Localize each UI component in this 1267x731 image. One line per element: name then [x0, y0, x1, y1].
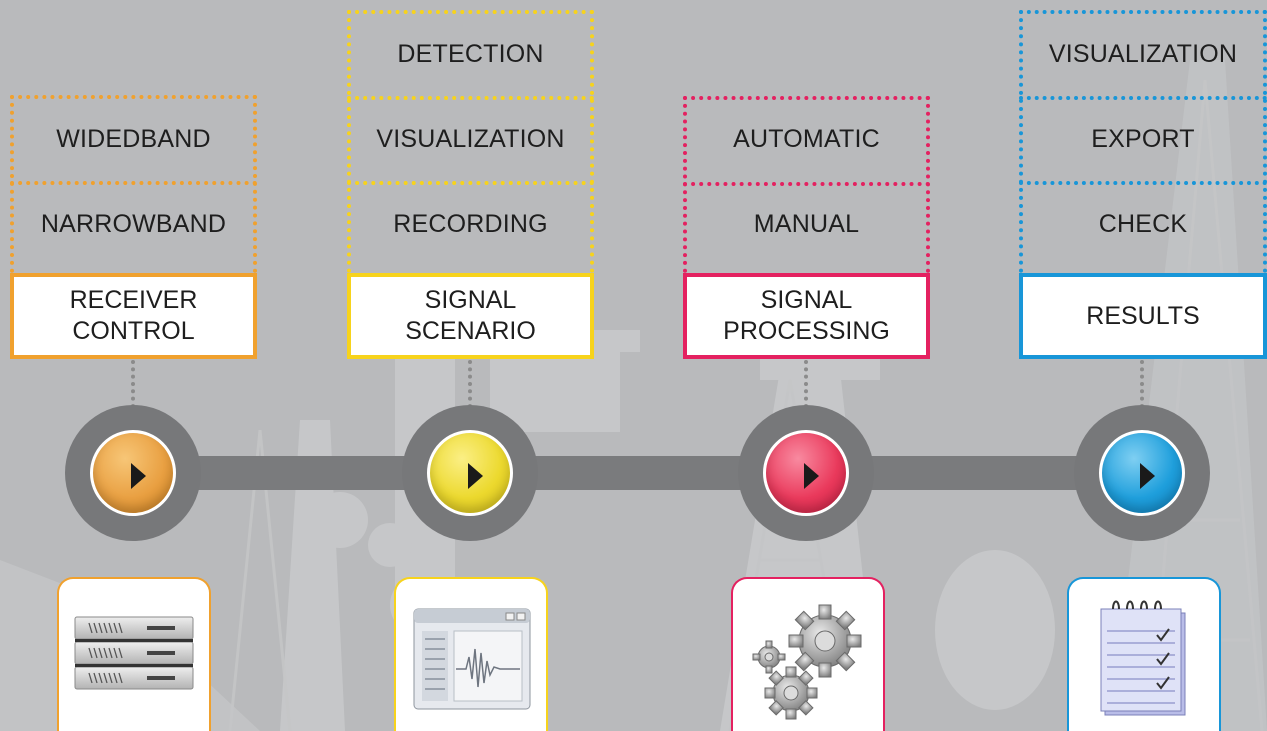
sub-item-widedband: WIDEDBAND — [56, 125, 211, 153]
sub-item-recording: RECORDING — [393, 210, 548, 238]
timeline-track — [130, 456, 1150, 490]
stage-title-line: SIGNAL — [424, 286, 517, 314]
sub-item-divider — [347, 181, 594, 185]
stage-title-box: RECEIVER CONTROL — [10, 273, 257, 359]
server-rack-icon — [74, 616, 194, 690]
sub-item-manual: MANUAL — [753, 210, 860, 238]
stage-title-line: PROCESSING — [723, 317, 890, 345]
sub-item-divider — [347, 96, 594, 100]
play-knob — [1099, 430, 1185, 516]
connector-line — [131, 360, 135, 408]
sub-item-divider — [683, 182, 930, 186]
gears-tile[interactable] — [731, 577, 885, 731]
connector-line — [1140, 360, 1144, 408]
play-knob — [763, 430, 849, 516]
stage-title-line: RECEIVER — [69, 286, 198, 314]
signal-window-icon — [413, 608, 531, 710]
gears-icon — [752, 604, 862, 720]
sub-items-frame — [1019, 10, 1267, 273]
sub-item-detection: DETECTION — [397, 40, 544, 68]
connector-line — [468, 360, 472, 408]
connector-line — [804, 360, 808, 408]
sub-item-narrowband: NARROWBAND — [40, 210, 227, 238]
play-button-signal-processing[interactable] — [738, 405, 874, 541]
play-knob — [90, 430, 176, 516]
play-icon — [468, 463, 483, 489]
sub-item-divider — [10, 181, 257, 185]
sub-item-export: EXPORT — [1091, 125, 1195, 153]
play-icon — [1140, 463, 1155, 489]
stage-title-line: SIGNAL — [760, 286, 853, 314]
checklist-notepad-icon — [1100, 600, 1186, 716]
play-button-results[interactable] — [1074, 405, 1210, 541]
play-button-receiver-control[interactable] — [65, 405, 201, 541]
sub-item-divider — [1019, 181, 1267, 185]
stage-title-box: RESULTS — [1019, 273, 1267, 359]
stage-title-box: SIGNAL PROCESSING — [683, 273, 930, 359]
sub-item-visualization: VISUALIZATION — [1048, 40, 1238, 68]
server-rack-tile[interactable] — [57, 577, 211, 731]
stage-title-box: SIGNAL SCENARIO — [347, 273, 594, 359]
checklist-notepad-tile[interactable] — [1067, 577, 1221, 731]
sub-item-automatic: AUTOMATIC — [733, 125, 880, 153]
play-icon — [804, 463, 819, 489]
sub-items-frame — [347, 10, 594, 273]
stage-title-line: CONTROL — [72, 317, 195, 345]
play-icon — [131, 463, 146, 489]
sub-item-visualization: VISUALIZATION — [376, 125, 565, 153]
play-button-signal-scenario[interactable] — [402, 405, 538, 541]
stage-title-line: RESULTS — [1086, 301, 1200, 330]
stage-title-line: SCENARIO — [405, 317, 536, 345]
sub-item-divider — [1019, 96, 1267, 100]
play-knob — [427, 430, 513, 516]
signal-window-tile[interactable] — [394, 577, 548, 731]
sub-item-check: CHECK — [1098, 210, 1188, 238]
